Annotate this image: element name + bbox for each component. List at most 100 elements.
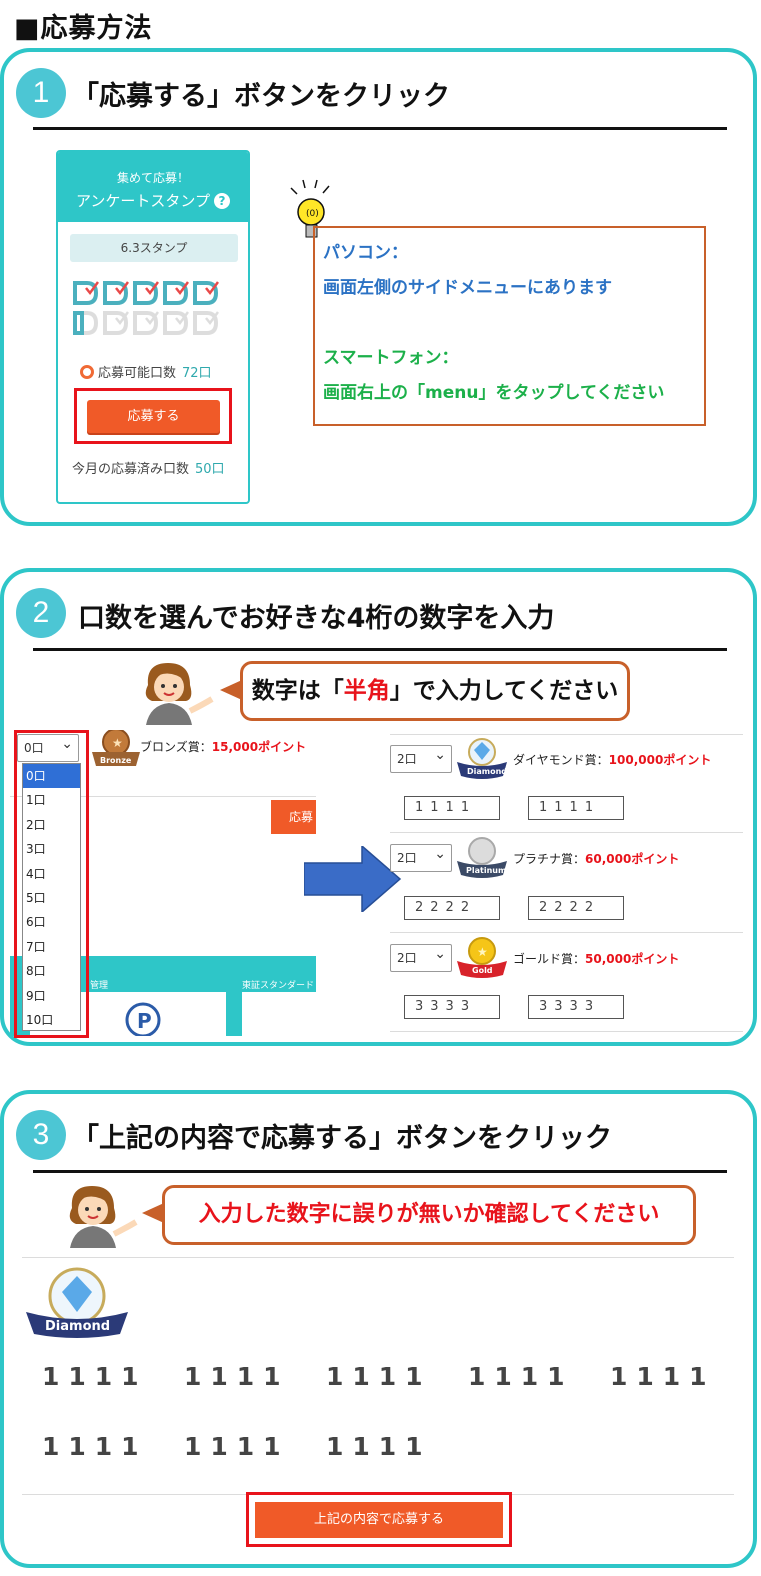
dropdown-highlight — [14, 730, 89, 1038]
dropdown-option[interactable]: 3口 — [26, 842, 46, 857]
bubble-post: 」で入力してください — [389, 678, 619, 704]
quantity-select[interactable]: 0口 — [17, 731, 79, 762]
bubble-tail — [142, 1203, 164, 1223]
step3-heading: 「上記の内容で応募する」ボタンをクリック — [72, 1123, 612, 1154]
partial-apply-button[interactable]: 応募 — [271, 800, 316, 834]
step1-rule — [33, 127, 727, 130]
dropdown-option[interactable]: 2口 — [26, 817, 46, 832]
widget-title: アンケートスタンプ? — [58, 186, 248, 211]
diamond-badge-text: Diamond — [467, 767, 507, 776]
submit-button[interactable]: 上記の内容で応募する — [255, 1502, 503, 1538]
step2-heading: 口数を選んでお好きな4桁の数字を入力 — [78, 603, 555, 634]
apply-button[interactable]: 応募する — [87, 400, 220, 433]
number-input[interactable]: 2222 — [528, 896, 624, 920]
diamond-large-badge-icon: Diamond — [24, 1264, 130, 1342]
gold-points: 50,000ポイント — [585, 952, 680, 966]
bronze-points: 15,000ポイント — [211, 740, 307, 754]
dropdown-option[interactable]: 0口 — [23, 764, 80, 789]
result-number: 1111 — [326, 1362, 432, 1391]
dropdown-option[interactable]: 7口 — [26, 939, 46, 954]
platinum-badge-text: Platinum — [466, 866, 506, 875]
diamond-name: ダイヤモンド賞： — [513, 753, 609, 767]
dropdown-option[interactable]: 1口 — [26, 793, 46, 808]
gold-prize: ゴールド賞：50,000ポイント — [513, 950, 679, 967]
stamp-icon — [102, 280, 130, 306]
diamond-quantity-select[interactable]: 2口 — [390, 742, 452, 773]
bronze-badge-icon: ★Bronze — [90, 730, 142, 774]
confirm-bubble: 入力した数字に誤りが無いか確認してください — [162, 1185, 696, 1245]
diamond-prize: ダイヤモンド賞：100,000ポイント — [513, 751, 711, 768]
result-number: 1111 — [468, 1362, 574, 1391]
step1-number: 1 — [16, 68, 66, 118]
diamond-points: 100,000ポイント — [608, 753, 712, 767]
stamp-empty-icon — [132, 310, 160, 336]
svg-text:(0): (0) — [306, 209, 319, 219]
result-number: 1111 — [610, 1362, 716, 1391]
diamond-badge-icon: Diamond — [455, 736, 509, 786]
apply-highlight: 応募する — [74, 388, 232, 444]
divider — [390, 932, 743, 933]
available-label: 応募可能口数 — [98, 366, 177, 381]
step2-rule — [33, 648, 727, 651]
stamp-icon — [72, 280, 100, 306]
stamp-partial-icon — [72, 310, 99, 336]
svg-text:★: ★ — [477, 945, 488, 959]
bronze-name: ブロンズ賞： — [140, 740, 212, 754]
platinum-quantity-select[interactable]: 2口 — [390, 841, 452, 872]
platinum-badge-icon: Platinum — [455, 835, 509, 885]
widget-title-text: アンケートスタンプ — [76, 192, 210, 210]
stamp-count: 6.3スタンプ — [70, 234, 238, 262]
dropdown-option[interactable]: 4口 — [26, 866, 46, 881]
result-number: 1111 — [184, 1362, 290, 1391]
dropdown-option[interactable]: 10口 — [26, 1012, 54, 1027]
widget-header: 集めて応募！ アンケートスタンプ? — [58, 152, 248, 222]
stamp-empty-icon — [192, 310, 220, 336]
monthly-value: 50口 — [195, 462, 225, 477]
gold-name: ゴールド賞： — [513, 952, 586, 966]
available-count: 応募可能口数 72口 — [80, 362, 212, 381]
dropdown-option[interactable]: 6口 — [26, 915, 46, 930]
monthly-label: 今月の応募済み口数 — [72, 462, 190, 477]
step2-number: 2 — [16, 588, 66, 638]
svg-text:P: P — [137, 1009, 152, 1033]
quantity-dropdown[interactable]: 0口 1口 2口 3口 4口 5口 6口 7口 8口 9口 10口 — [22, 763, 81, 1031]
page-title: ■応募方法 — [14, 13, 153, 44]
stamp-icon — [132, 280, 160, 306]
step3-rule — [33, 1170, 727, 1173]
step3-panel — [0, 1090, 757, 1568]
bronze-prize: ブロンズ賞：15,000ポイント — [140, 738, 306, 755]
footer-card-right — [242, 992, 316, 1036]
diamond-large-badge-text: Diamond — [45, 1319, 110, 1334]
woman-icon — [128, 655, 216, 729]
result-number: 1111 — [42, 1362, 148, 1391]
gold-badge-icon: ★Gold — [455, 935, 509, 985]
number-input[interactable]: 1111 — [528, 796, 624, 820]
bubble-em: 半角 — [343, 678, 390, 704]
available-value: 72口 — [182, 366, 212, 381]
note-box: パソコン： 画面左側のサイドメニューにあります スマートフォン： 画面右上の「m… — [313, 226, 706, 426]
dropdown-option[interactable]: 8口 — [26, 964, 46, 979]
number-input[interactable]: 3333 — [528, 995, 624, 1019]
help-icon[interactable]: ? — [213, 193, 230, 209]
platinum-name: プラチナ賞： — [513, 852, 586, 866]
number-input[interactable]: 1111 — [404, 796, 500, 820]
final-highlight: 上記の内容で応募する — [246, 1492, 512, 1547]
divider — [390, 1031, 743, 1032]
step1-heading: 「応募する」ボタンをクリック — [72, 81, 450, 112]
bronze-badge-text: Bronze — [100, 756, 132, 765]
dropdown-option[interactable]: 9口 — [26, 988, 46, 1003]
gold-quantity-select[interactable]: 2口 — [390, 941, 452, 972]
footer-label-left: 管理 — [90, 981, 109, 991]
target-icon — [80, 365, 94, 379]
stamp-widget: 集めて応募！ アンケートスタンプ? 6.3スタンプ 応募可能口数 72口 今月の応… — [56, 150, 250, 504]
number-input[interactable]: 2222 — [404, 896, 500, 920]
number-input[interactable]: 3333 — [404, 995, 500, 1019]
note-sp-text: 画面右上の「menu」をタップしてください — [323, 383, 665, 403]
note-sp-label: スマートフォン： — [323, 348, 459, 368]
woman-icon — [52, 1178, 140, 1252]
step3-number: 3 — [16, 1110, 66, 1160]
step2-panel — [0, 568, 757, 1046]
bubble-pre: 数字は「 — [251, 678, 344, 704]
stamp-icon — [192, 280, 220, 306]
dropdown-option[interactable]: 5口 — [26, 890, 46, 905]
